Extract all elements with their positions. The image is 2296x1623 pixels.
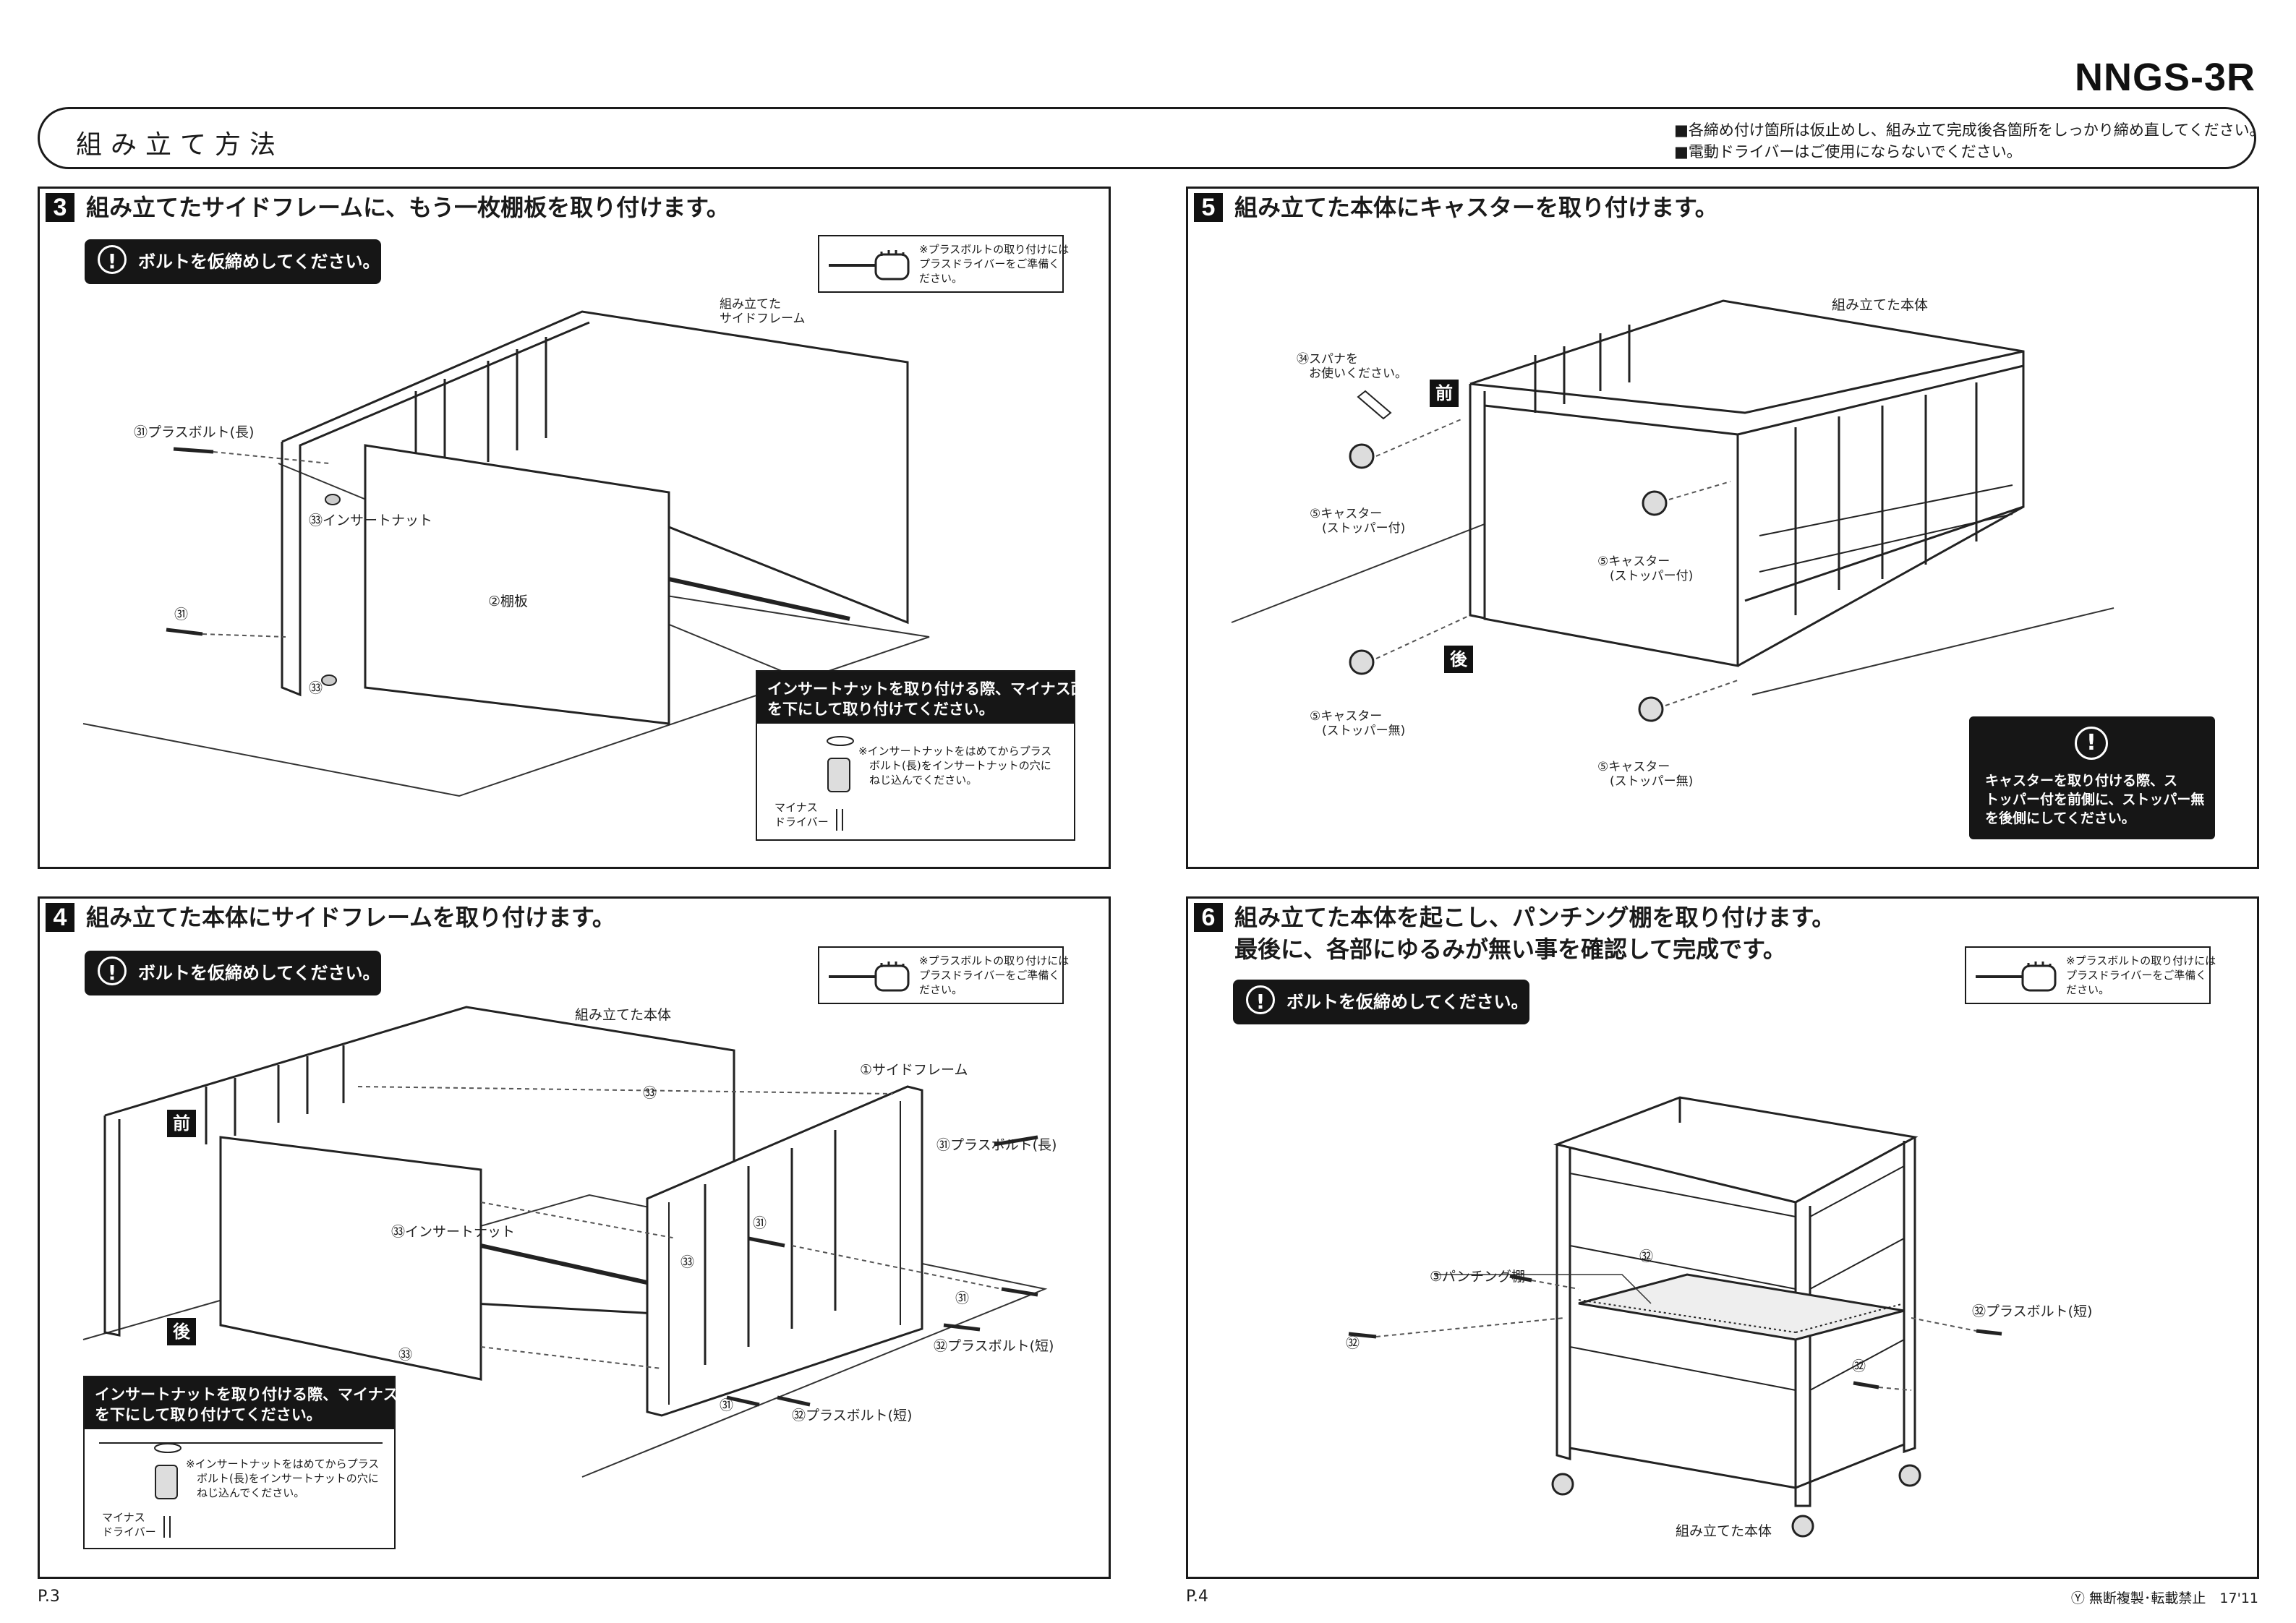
screwdriver-tip-box: ※プラスボルトの取り付けには プラスドライバーをご準備く ださい。 (1965, 946, 2216, 1004)
caster-stopper-label: ⑤キャスター (ストッパー付) (1310, 507, 1406, 536)
nut-number-label: ㉝ (398, 1347, 413, 1363)
bolt-short-label: ㉜プラスボルト(短) (934, 1338, 1054, 1354)
punching-shelf-label: ③パンチング棚 (1430, 1269, 1525, 1285)
exclamation-icon: ! (2075, 727, 2108, 760)
nut-number-label: ㉝ (309, 680, 323, 696)
warning-text: ボルトを仮締めしてください。 (1286, 992, 1529, 1012)
caution-box: インサートナットを取り付ける際、マイナス面 を下にして取り付けてください。 ※イ… (83, 1376, 414, 1549)
copyright: Ⓨ 無断複製･転載禁止 17'11 (2070, 1590, 2258, 1606)
note-line: ■各締め付け箇所は仮止めし、組み立て完成後各箇所をしっかり締め直してください。 (1674, 121, 2265, 139)
body-label: 組み立てた本体 (1832, 297, 1929, 313)
insert-nut-label: ㉝インサートナット (309, 513, 433, 528)
nut-number-label: ㉝ (643, 1085, 657, 1101)
front-tag: 前 (1430, 380, 1459, 407)
bolt-short-label: ㉜プラスボルト(短) (1972, 1303, 2093, 1319)
bolt-number-label: ㉛ (753, 1215, 767, 1231)
caution-title: インサートナットを取り付ける際、マイナス面 を下にして取り付けてください。 (757, 672, 1086, 724)
step-5-panel: 5 組み立てた本体にキャスターを取り付けます。 組み立てた本体 ㉞スパナを お使… (1186, 187, 2259, 869)
warning-badge: ! ボルトを仮締めしてください。 (1233, 980, 1529, 1024)
step-3-panel: 3 組み立てたサイドフレームに、もう一枚棚板を取り付けます。 ! ボルトを仮締めし… (38, 187, 1111, 869)
warning-badge: ! ボルトを仮締めしてください。 (85, 239, 381, 284)
note-line: ■電動ドライバーはご使用にならないでください。 (1674, 143, 2022, 160)
back-tag: 後 (1444, 646, 1473, 673)
warning-text: ボルトを仮締めしてください。 (138, 252, 380, 272)
bolt-number-label: ㉛ (955, 1290, 970, 1306)
side-frame-label: ①サイドフレーム (860, 1062, 968, 1078)
insert-nut-label: ㉝インサートナット (391, 1224, 516, 1240)
bolt-number-label: ㉛ (720, 1397, 734, 1413)
page-number-right: P.4 (1186, 1588, 1208, 1606)
step-3-illustration (82, 310, 930, 797)
body-label: 組み立てた本体 (1676, 1523, 1772, 1539)
spanner-label: ㉞スパナを お使いください。 (1297, 352, 1407, 381)
warning-badge: ! ボルトを仮締めしてください。 (85, 951, 381, 995)
notice-text: キャスターを取り付ける際、ス トッパー付を前側に、ストッパー無 を後側にしてくだ… (1985, 773, 2205, 826)
caster-stopper-label: ⑤キャスター (ストッパー付) (1597, 554, 1694, 583)
tip-text: ※プラスボルトの取り付けには プラスドライバーをご準備く ださい。 (2066, 954, 2216, 996)
header-bar: 組み立て方法 ■各締め付け箇所は仮止めし、組み立て完成後各箇所をしっかり締め直し… (38, 107, 2265, 169)
step-number: 3 (46, 193, 74, 222)
front-tag: 前 (167, 1110, 196, 1137)
model-number: NNGS-3R (2074, 56, 2256, 99)
driver-label: マイナス ドライバー (102, 1511, 156, 1538)
warning-text: ボルトを仮締めしてください。 (138, 963, 380, 983)
exclamation-icon: ! (98, 245, 127, 274)
caster-nostopper-label: ⑤キャスター (ストッパー無) (1310, 709, 1406, 738)
bolt-long-label: ㉛プラスボルト(長) (936, 1137, 1057, 1153)
bolt-long-label: ㉛プラスボルト(長) (134, 424, 255, 440)
bolt-number-label: ㉜ (1346, 1335, 1360, 1351)
insert-nut-diagram (154, 1443, 182, 1538)
spanner-icon (1357, 390, 1392, 420)
screwdriver-tip-box: ※プラスボルトの取り付けには プラスドライバーをご準備く ださい。 (818, 235, 1069, 293)
hand-screwdriver-icon (829, 250, 910, 281)
step-6-illustration (1348, 1096, 2002, 1538)
step-4-illustration (82, 1006, 1048, 1478)
tip-text: ※プラスボルトの取り付けには プラスドライバーをご準備く ださい。 (919, 243, 1070, 285)
header-notes: ■各締め付け箇所は仮止めし、組み立て完成後各箇所をしっかり締め直してください。 … (1674, 119, 2265, 163)
step-6-panel: 6 組み立てた本体を起こし、パンチング棚を取り付けます。 最後に、各部にゆるみが… (1186, 896, 2259, 1579)
caution-box: インサートナットを取り付ける際、マイナス面 を下にして取り付けてください。 ※イ… (756, 670, 1086, 841)
nut-number-label: ㉝ (680, 1254, 695, 1270)
back-tag: 後 (167, 1318, 196, 1345)
bolt-number-label: ㉜ (1639, 1249, 1654, 1264)
driver-label: マイナス ドライバー (774, 801, 829, 828)
step-title: 組み立てた本体にキャスターを取り付けます。 (1234, 194, 1718, 221)
caution-body: ※インサートナットをはめてからプラス ボルト(長)をインサートナットの穴に ねじ… (858, 745, 1052, 787)
divider (99, 1442, 383, 1444)
header-title: 組み立て方法 (76, 130, 285, 160)
step-title: 組み立てた本体にサイドフレームを取り付けます。 (86, 904, 615, 931)
insert-nut-diagram (827, 736, 854, 831)
tip-text: ※プラスボルトの取り付けには プラスドライバーをご準備く ださい。 (919, 954, 1070, 996)
frame-label: 組み立てた サイドフレーム (720, 297, 806, 326)
step-5-illustration (1231, 299, 2114, 722)
step-title: 組み立てた本体を起こし、パンチング棚を取り付けます。 (1234, 904, 1835, 931)
body-label: 組み立てた本体 (575, 1007, 672, 1023)
step-number: 4 (46, 903, 74, 932)
caution-title: インサートナットを取り付ける際、マイナス面 を下にして取り付けてください。 (85, 1377, 414, 1429)
caution-body: ※インサートナットをはめてからプラス ボルト(長)をインサートナットの穴に ねじ… (186, 1457, 380, 1499)
step-number: 5 (1194, 193, 1223, 222)
step-number: 6 (1194, 903, 1223, 932)
exclamation-icon: ! (98, 956, 127, 985)
step-title-line-2: 最後に、各部にゆるみが無い事を確認して完成です。 (1234, 935, 1786, 963)
screwdriver-tip-box: ※プラスボルトの取り付けには プラスドライバーをご準備く ださい。 (818, 946, 1069, 1004)
step-4-panel: 4 組み立てた本体にサイドフレームを取り付けます。 ! ボルトを仮締めしてください… (38, 896, 1111, 1579)
bolt-short-label: ㉜プラスボルト(短) (792, 1408, 913, 1423)
exclamation-icon: ! (1246, 985, 1275, 1014)
hand-screwdriver-icon (829, 962, 910, 992)
caster-nostopper-label: ⑤キャスター (ストッパー無) (1597, 760, 1694, 789)
bolt-number-label: ㉛ (174, 607, 189, 622)
bolt-number-label: ㉜ (1852, 1358, 1866, 1374)
shelf-label: ②棚板 (488, 594, 529, 609)
step-title: 組み立てたサイドフレームに、もう一枚棚板を取り付けます。 (86, 194, 730, 221)
notice-box: ! キャスターを取り付ける際、ス トッパー付を前側に、ストッパー無 を後側にして… (1969, 716, 2215, 839)
hand-screwdriver-icon (1976, 962, 2057, 992)
page-number-left: P.3 (38, 1588, 60, 1606)
